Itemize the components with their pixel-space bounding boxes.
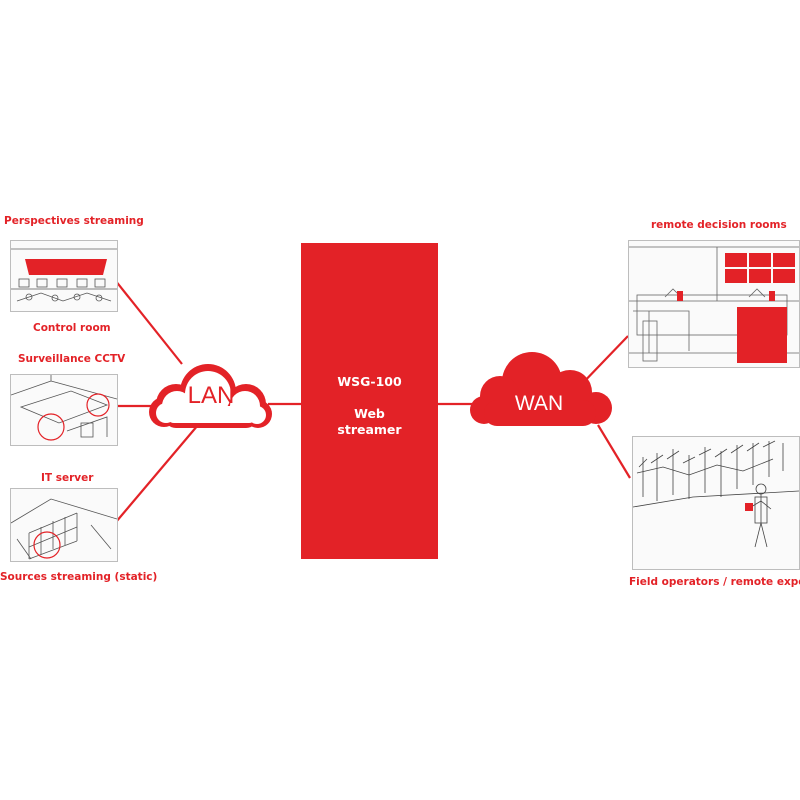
label-remote-decision-rooms: remote decision rooms bbox=[651, 219, 787, 231]
camera-highlight-circles bbox=[37, 393, 110, 441]
cctv-room-sketch bbox=[11, 375, 117, 441]
wsg-100-box bbox=[301, 243, 438, 559]
label-field-operators: Field operators / remote experts bbox=[629, 576, 800, 588]
decision-room-image bbox=[628, 240, 800, 368]
server-highlight-circle bbox=[33, 531, 61, 559]
label-control-room: Control room bbox=[33, 322, 111, 334]
line-server-to-lan bbox=[115, 424, 199, 523]
box-title: WSG-100 bbox=[337, 374, 402, 389]
label-perspectives-streaming: Perspectives streaming bbox=[4, 215, 144, 227]
field-operator-sketch bbox=[633, 440, 799, 548]
server-room-image bbox=[10, 488, 118, 562]
wan-cloud bbox=[470, 352, 612, 426]
field-operator-image bbox=[632, 436, 800, 570]
control-room-sketch bbox=[11, 248, 117, 302]
box-subtitle: Web streamer bbox=[337, 406, 402, 437]
label-sources-streaming: Sources streaming (static) bbox=[0, 571, 158, 583]
line-wan-to-field bbox=[597, 424, 631, 479]
label-surveillance-cctv: Surveillance CCTV bbox=[18, 353, 126, 365]
line-control-to-lan bbox=[114, 279, 183, 365]
decision-room-sketch bbox=[629, 246, 799, 363]
tablet-device bbox=[745, 503, 753, 511]
cctv-room-image bbox=[10, 374, 118, 446]
control-room-image bbox=[10, 240, 118, 312]
lan-cloud bbox=[149, 364, 272, 428]
label-it-server: IT server bbox=[41, 472, 94, 484]
server-room-sketch bbox=[11, 498, 117, 560]
wan-label: WAN bbox=[514, 392, 564, 415]
lan-label: LAN bbox=[187, 382, 235, 409]
video-wall bbox=[677, 253, 795, 363]
